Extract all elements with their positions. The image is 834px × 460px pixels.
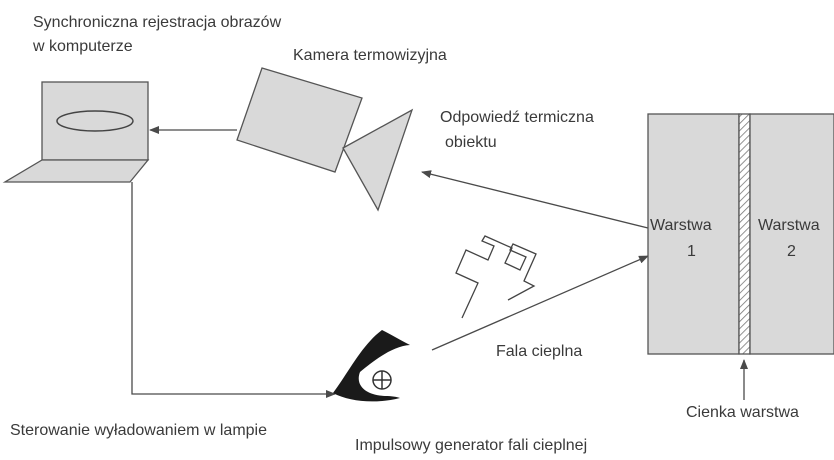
heat-wave-label: Fala cieplna	[496, 343, 582, 360]
layer-2	[749, 113, 834, 355]
computer-icon	[2, 81, 150, 183]
thermal-camera-icon	[236, 67, 414, 212]
camera-label: Kamera termowizyjna	[293, 47, 447, 64]
heat-wave-arrow	[431, 255, 649, 351]
lamp-control-line	[131, 182, 336, 398]
generator-label: Impulsowy generator fali cieplnej	[355, 437, 587, 454]
flash-lamp-icon	[333, 330, 410, 402]
response-label-line1: Odpowiedź termiczna	[440, 109, 594, 126]
test-object	[647, 113, 834, 355]
sync-label-line1: Synchroniczna rejestracja obrazów	[33, 14, 282, 31]
thin-layer-label: Cienka warstwa	[686, 404, 799, 421]
response-label-line2: obiektu	[445, 134, 497, 151]
lamp-control-label: Sterowanie wyładowaniem w lampie	[10, 422, 267, 439]
layer1-label-line2: 1	[687, 243, 696, 260]
layer2-label-line2: 2	[787, 243, 796, 260]
layer-1	[647, 113, 740, 355]
thin-layer	[738, 113, 751, 355]
heat-pulse-waveform-icon	[455, 235, 537, 319]
layer2-label-line1: Warstwa	[758, 217, 820, 234]
layer1-label-line1: Warstwa	[650, 217, 712, 234]
thermal-response-arrow	[421, 170, 649, 229]
sync-label-line2: w komputerze	[32, 38, 133, 55]
